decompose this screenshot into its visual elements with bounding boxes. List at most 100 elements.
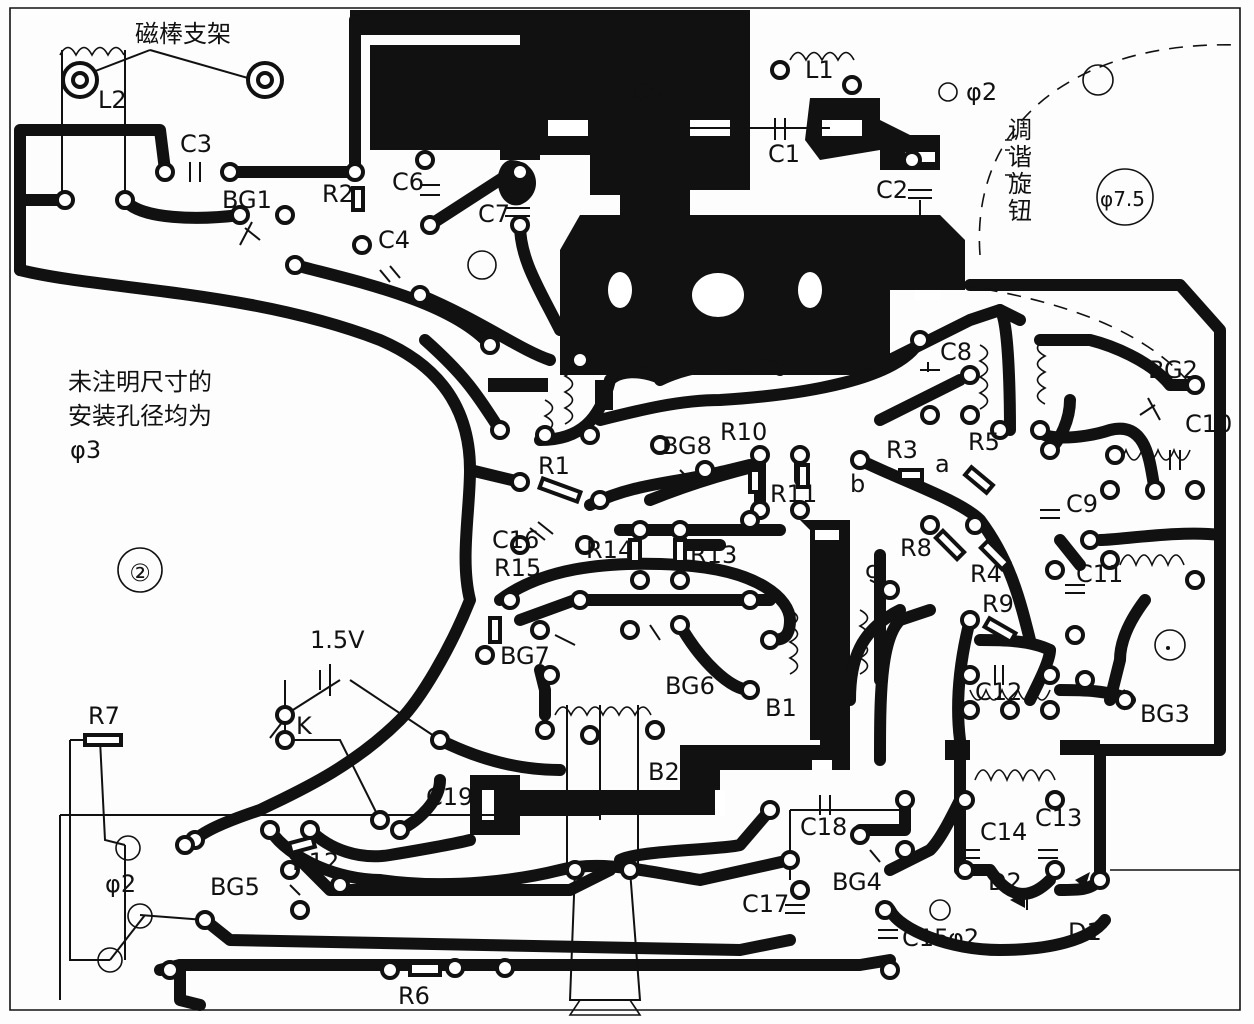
label-bg2: BG2	[1148, 356, 1198, 384]
solder-pad	[420, 215, 440, 235]
solder-pad	[55, 190, 75, 210]
magnet-holder-label: 磁棒支架	[135, 20, 231, 48]
label-c19: C19	[426, 783, 473, 811]
tuning-knob-outline	[978, 44, 1241, 256]
label-k: K	[296, 712, 313, 740]
solder-pad	[1065, 625, 1085, 645]
solder-pad	[570, 350, 590, 370]
tuning-marker	[1005, 139, 1012, 176]
label-bg7: BG7	[500, 642, 550, 670]
label-c3: C3	[180, 130, 212, 158]
solder-pad	[490, 420, 510, 440]
label-bg6: BG6	[665, 672, 715, 700]
solder-pad	[230, 205, 250, 225]
coils	[59, 46, 1191, 783]
solder-pad	[1185, 480, 1205, 500]
solder-pad	[1030, 420, 1050, 440]
solder-pad	[650, 435, 670, 455]
solder-pad	[155, 162, 175, 182]
solder-pad	[330, 875, 350, 895]
note-line-3: φ3	[70, 436, 101, 464]
label-r5: R5	[968, 428, 1000, 456]
solder-pad	[380, 960, 400, 980]
label-c11: C11	[1076, 560, 1123, 588]
solder-pad	[620, 620, 640, 640]
label-r1: R1	[538, 452, 570, 480]
solder-pad	[1000, 700, 1020, 720]
solder-pad	[1185, 570, 1205, 590]
label-r12: R12	[292, 848, 339, 876]
figure-number: ②	[117, 547, 163, 593]
solder-pad	[850, 825, 870, 845]
label-r15: R15	[494, 554, 541, 582]
solder-pad	[880, 960, 900, 980]
solder-pad	[510, 472, 530, 492]
hole-phi75-label: φ7.5	[1100, 187, 1145, 211]
solder-pad	[850, 450, 870, 470]
solder-pad	[630, 520, 650, 540]
solder-pad	[842, 75, 862, 95]
solder-pad	[220, 162, 240, 182]
solder-pad	[960, 405, 980, 425]
battery-label: 1.5V	[310, 626, 365, 654]
solder-pads	[55, 60, 1205, 980]
solder-pad	[695, 460, 715, 480]
solder-pad	[475, 645, 495, 665]
mechanical-parts	[269, 378, 642, 1016]
solder-pad	[960, 700, 980, 720]
label-c1: C1	[768, 140, 800, 168]
figure-number-text: ②	[129, 559, 151, 587]
solder-pad	[630, 570, 650, 590]
solder-pad	[1045, 790, 1065, 810]
label-r14: R14	[586, 536, 633, 564]
solder-pad	[955, 790, 975, 810]
label-r6: R6	[398, 982, 430, 1010]
label-a: a	[935, 450, 950, 478]
solder-pad	[670, 520, 690, 540]
tuning-char-3: 旋	[1008, 170, 1032, 198]
hole-phi8-label: φ8	[696, 281, 731, 309]
diode-symbols	[1010, 872, 1090, 910]
solder-pad	[1115, 690, 1135, 710]
solder-pad	[780, 850, 800, 870]
solder-pad	[480, 335, 500, 355]
label-c2: C2	[876, 176, 908, 204]
solder-pad	[510, 162, 530, 182]
solder-pad	[260, 820, 280, 840]
solder-pad	[920, 515, 940, 535]
solder-pad	[345, 162, 365, 182]
label-b: b	[850, 470, 865, 498]
solder-pad	[620, 860, 640, 880]
label-c16: C16	[492, 526, 539, 554]
tuning-char-2: 谐	[1008, 143, 1032, 171]
solder-pad	[1100, 550, 1120, 570]
solder-pad	[790, 445, 810, 465]
solder-pad	[510, 535, 530, 555]
label-d2: D2	[988, 868, 1022, 896]
hole-phi2-left-label: φ2	[105, 870, 136, 898]
label-bg8: BG8	[662, 432, 712, 460]
solder-pad	[1045, 560, 1065, 580]
label-c12: C12	[975, 678, 1022, 706]
solder-pad	[370, 810, 390, 830]
label-c15: C15	[902, 924, 949, 952]
solder-pad	[670, 615, 690, 635]
label-c7: C7	[478, 200, 510, 228]
solder-pad	[280, 860, 300, 880]
label-r4: R4	[970, 560, 1002, 588]
solder-pad	[875, 900, 895, 920]
solder-pad	[645, 720, 665, 740]
solder-pad	[1040, 700, 1060, 720]
hole-phi2-top-label: φ2	[966, 78, 997, 106]
solder-pad	[580, 725, 600, 745]
solder-pad	[390, 820, 410, 840]
solder-pad	[1075, 670, 1095, 690]
solder-pad	[510, 215, 530, 235]
board-outline	[9, 7, 1241, 1011]
solder-pad	[275, 705, 295, 725]
label-r8: R8	[900, 534, 932, 562]
resistor-symbols	[83, 186, 1019, 977]
capacitor-symbols	[189, 118, 1181, 939]
label-c4: C4	[378, 226, 410, 254]
solder-pad	[1045, 860, 1065, 880]
